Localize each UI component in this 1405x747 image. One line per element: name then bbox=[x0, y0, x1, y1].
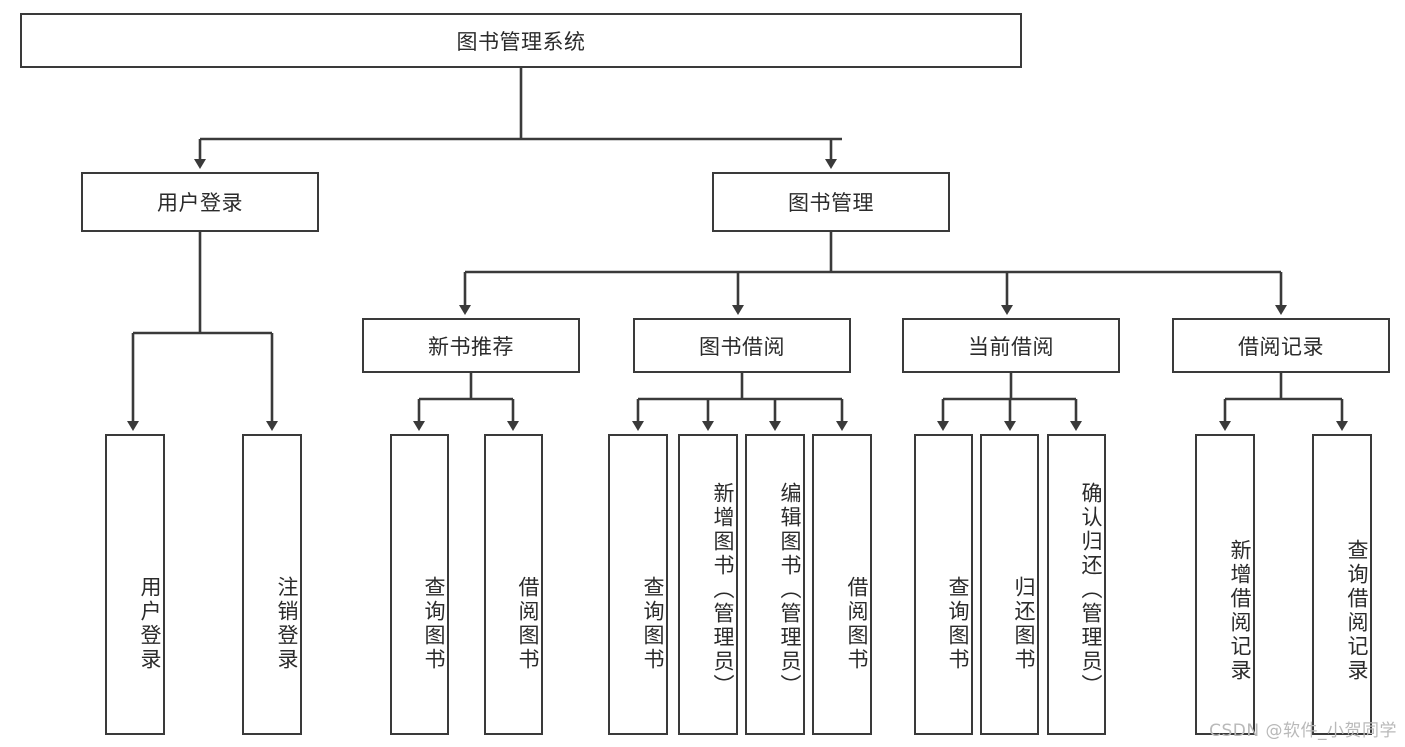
leaf-label: 借阅图书 bbox=[845, 575, 869, 672]
leaf-borrow-book-recommend[interactable]: 借阅图书 bbox=[484, 434, 543, 735]
leaf-borrow-book[interactable]: 借阅图书 bbox=[812, 434, 872, 735]
leaf-query-borrow-record[interactable]: 查询借阅记录 bbox=[1312, 434, 1372, 735]
leaf-label: 新增借阅记录 bbox=[1228, 538, 1252, 683]
leaf-add-book-admin[interactable]: 新增图书（管理员） bbox=[678, 434, 738, 735]
node-root[interactable]: 图书管理系统 bbox=[20, 13, 1022, 68]
leaf-label: 查询图书 bbox=[641, 575, 665, 672]
leaf-label: 确认归还（管理员） bbox=[1079, 481, 1103, 698]
node-user-login[interactable]: 用户登录 bbox=[81, 172, 319, 232]
leaf-label: 注销登录 bbox=[275, 575, 299, 672]
leaf-label: 查询图书 bbox=[946, 575, 970, 672]
leaf-query-book-borrow[interactable]: 查询图书 bbox=[608, 434, 668, 735]
watermark: CSDN @软件_小贺同学 bbox=[1209, 721, 1397, 741]
leaf-label: 新增图书（管理员） bbox=[711, 481, 735, 698]
node-book-borrow[interactable]: 图书借阅 bbox=[633, 318, 851, 373]
leaf-logout[interactable]: 注销登录 bbox=[242, 434, 302, 735]
leaf-return-book[interactable]: 归还图书 bbox=[980, 434, 1039, 735]
leaf-edit-book-admin[interactable]: 编辑图书（管理员） bbox=[745, 434, 805, 735]
node-book-borrow-label: 图书借阅 bbox=[699, 334, 785, 359]
leaf-label: 用户登录 bbox=[138, 575, 162, 672]
node-root-label: 图书管理系统 bbox=[456, 29, 586, 54]
leaf-label: 借阅图书 bbox=[516, 575, 540, 672]
leaf-query-book-recommend[interactable]: 查询图书 bbox=[390, 434, 449, 735]
node-current-borrow-label: 当前借阅 bbox=[968, 334, 1054, 359]
leaf-confirm-return-admin[interactable]: 确认归还（管理员） bbox=[1047, 434, 1106, 735]
node-book-management[interactable]: 图书管理 bbox=[712, 172, 950, 232]
node-current-borrow[interactable]: 当前借阅 bbox=[902, 318, 1120, 373]
node-user-login-label: 用户登录 bbox=[157, 191, 243, 215]
node-book-management-label: 图书管理 bbox=[788, 191, 874, 215]
leaf-label: 归还图书 bbox=[1012, 575, 1036, 672]
leaf-query-book-current[interactable]: 查询图书 bbox=[914, 434, 973, 735]
node-borrow-record-label: 借阅记录 bbox=[1238, 334, 1324, 359]
node-new-book-recommend-label: 新书推荐 bbox=[428, 334, 514, 359]
leaf-label: 编辑图书（管理员） bbox=[778, 481, 802, 698]
leaf-add-borrow-record[interactable]: 新增借阅记录 bbox=[1195, 434, 1255, 735]
leaf-label: 查询图书 bbox=[422, 575, 446, 672]
leaf-label: 查询借阅记录 bbox=[1345, 538, 1369, 683]
leaf-user-login[interactable]: 用户登录 bbox=[105, 434, 165, 735]
node-borrow-record[interactable]: 借阅记录 bbox=[1172, 318, 1390, 373]
node-new-book-recommend[interactable]: 新书推荐 bbox=[362, 318, 580, 373]
